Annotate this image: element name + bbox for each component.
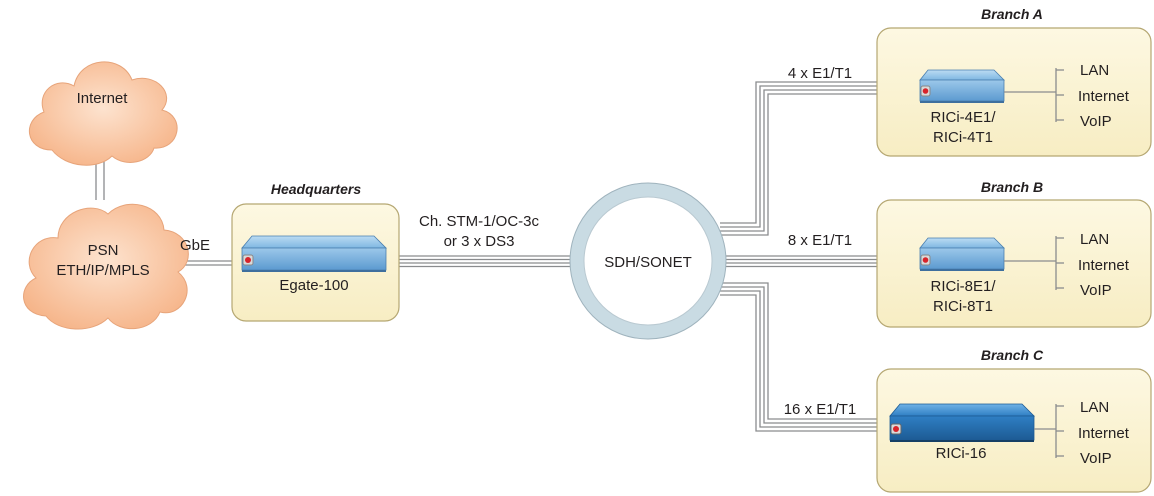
core-link-label: Ch. STM-1/OC-3c xyxy=(419,213,540,230)
branch-a-site: Branch A RICi-4E1/ RICi-4T1 LAN Internet… xyxy=(876,6,1152,157)
sdh-sonet-label: SDH/SONET xyxy=(604,254,692,271)
branch-b-service-voip: VoIP xyxy=(1080,282,1112,299)
branch-b-device-label-2: RICi-8T1 xyxy=(933,298,993,315)
branch-a-service-lan: LAN xyxy=(1080,62,1109,79)
psn-label: PSN xyxy=(88,242,119,259)
branch-a-device-label-2: RICi-4T1 xyxy=(933,129,993,146)
egate-100-device xyxy=(241,235,387,272)
rici-8e1-device xyxy=(919,237,1005,271)
branch-b-device-label: RICi-8E1/ xyxy=(930,278,996,295)
branch-b-service-lan: LAN xyxy=(1080,231,1109,248)
branch-b-service-internet: Internet xyxy=(1078,257,1130,274)
branch-a-device-label: RICi-4E1/ xyxy=(930,109,996,126)
internet-cloud: Internet xyxy=(28,61,178,166)
branch-c-title: Branch C xyxy=(981,347,1044,363)
branch-c-device-label: RICi-16 xyxy=(936,445,987,462)
internet-label: Internet xyxy=(77,90,129,107)
headquarters-site: Headquarters Egate-100 xyxy=(231,181,400,322)
branch-c-service-voip: VoIP xyxy=(1080,450,1112,467)
headquarters-title: Headquarters xyxy=(271,181,361,197)
egate-100-label: Egate-100 xyxy=(279,277,348,294)
branch-b-title: Branch B xyxy=(981,179,1043,195)
branch-a-link-label: 4 x E1/T1 xyxy=(788,65,852,82)
branch-c-service-internet: Internet xyxy=(1078,425,1130,442)
rici-4e1-device xyxy=(919,69,1005,103)
branch-b-site: Branch B RICi-8E1/ RICi-8T1 LAN Internet… xyxy=(876,179,1152,328)
core-link-alt-label: or 3 x DS3 xyxy=(444,233,515,250)
sdh-sonet-ring: SDH/SONET xyxy=(569,182,727,340)
trunk-lines xyxy=(95,81,920,432)
branch-a-title: Branch A xyxy=(981,6,1043,22)
branch-c-service-lan: LAN xyxy=(1080,399,1109,416)
branch-a-service-voip: VoIP xyxy=(1080,113,1112,130)
rici-16-device xyxy=(889,403,1035,442)
psn-protocols-label: ETH/IP/MPLS xyxy=(56,262,149,279)
branch-a-service-internet: Internet xyxy=(1078,88,1130,105)
branch-b-link-label: 8 x E1/T1 xyxy=(788,232,852,249)
branch-c-link-label: 16 x E1/T1 xyxy=(784,401,857,418)
psn-cloud: PSN ETH/IP/MPLS xyxy=(23,203,189,330)
gbe-link-label: GbE xyxy=(180,237,210,254)
branch-c-site: Branch C RICi-16 LAN Internet VoIP xyxy=(876,347,1152,493)
